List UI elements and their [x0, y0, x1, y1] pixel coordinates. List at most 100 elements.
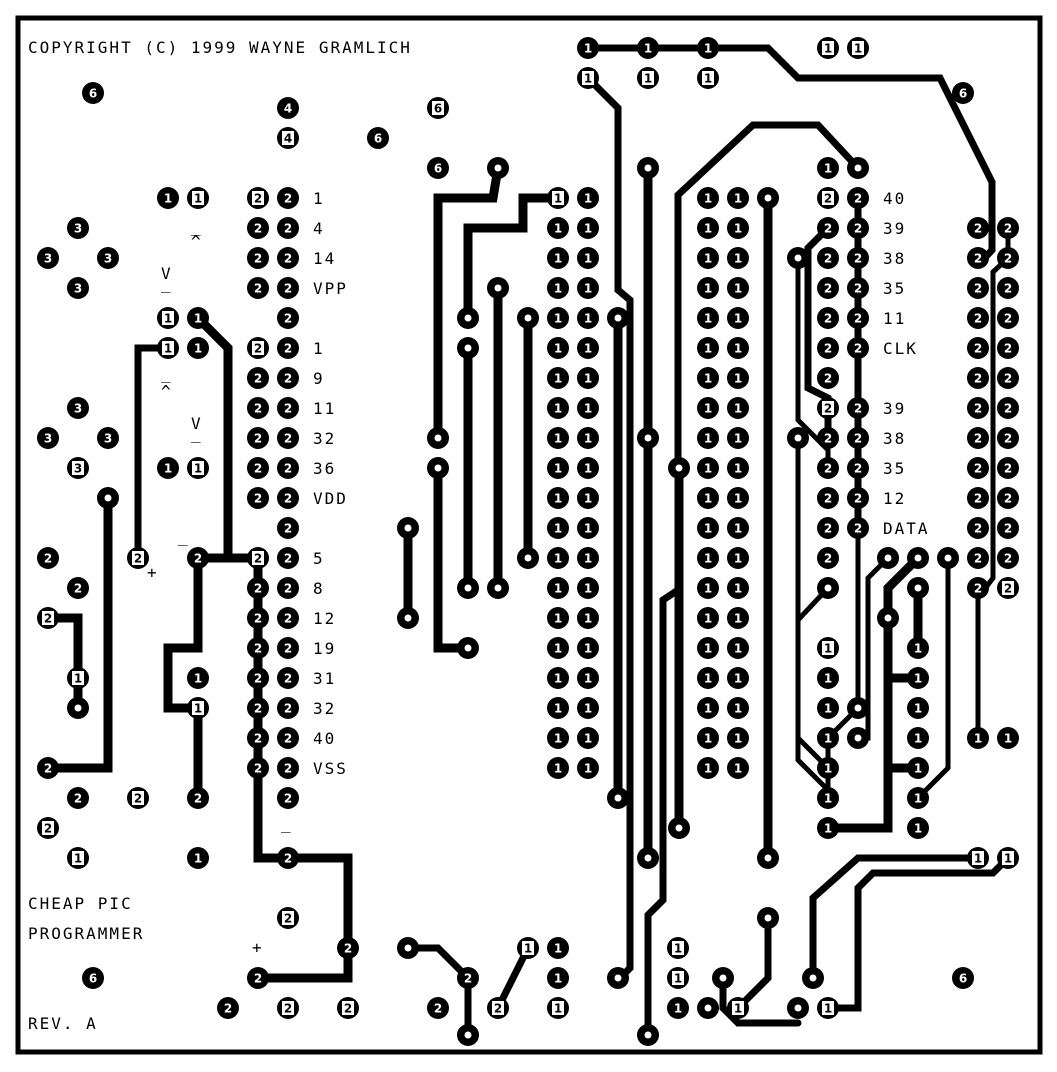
- svg-text:2: 2: [824, 552, 832, 566]
- svg-text:1: 1: [194, 462, 202, 476]
- pad: 2: [997, 457, 1019, 479]
- svg-text:1: 1: [554, 402, 562, 416]
- svg-text:1: 1: [584, 402, 592, 416]
- svg-text:1: 1: [554, 252, 562, 266]
- pad: 2: [37, 607, 59, 629]
- pad: [457, 577, 479, 599]
- pad: 2: [817, 337, 839, 359]
- pad: 2: [427, 997, 449, 1019]
- pad: 2: [37, 817, 59, 839]
- pad: 1: [697, 427, 719, 449]
- pad: 2: [967, 487, 989, 509]
- svg-text:^: ^: [191, 232, 203, 251]
- svg-text:2: 2: [974, 432, 982, 446]
- pad: 1: [907, 637, 929, 659]
- pad: 1: [547, 247, 569, 269]
- svg-text:2: 2: [284, 912, 292, 926]
- svg-text:2: 2: [854, 402, 862, 416]
- svg-text:2: 2: [284, 672, 292, 686]
- svg-text:VSS: VSS: [313, 759, 348, 778]
- svg-text:2: 2: [824, 252, 832, 266]
- pad: 1: [727, 757, 749, 779]
- pad: 2: [247, 247, 269, 269]
- pad: 2: [247, 487, 269, 509]
- svg-text:1: 1: [644, 72, 652, 86]
- pad: 1: [187, 187, 209, 209]
- svg-text:9: 9: [313, 369, 325, 388]
- svg-text:1: 1: [914, 822, 922, 836]
- pad: 1: [907, 787, 929, 809]
- svg-text:1: 1: [734, 192, 742, 206]
- pad: 1: [637, 67, 659, 89]
- svg-text:3: 3: [104, 432, 112, 446]
- pad: 1: [547, 337, 569, 359]
- svg-text:2: 2: [1004, 432, 1012, 446]
- svg-text:2: 2: [284, 432, 292, 446]
- pad: 1: [547, 187, 569, 209]
- svg-text:2: 2: [224, 1002, 232, 1016]
- svg-text:2: 2: [284, 192, 292, 206]
- svg-text:1: 1: [584, 642, 592, 656]
- pad: [817, 577, 839, 599]
- svg-text:1: 1: [164, 342, 172, 356]
- svg-text:2: 2: [1004, 552, 1012, 566]
- svg-text:2: 2: [1004, 492, 1012, 506]
- svg-text:1: 1: [584, 72, 592, 86]
- pad: 2: [997, 367, 1019, 389]
- pad: 4: [277, 97, 299, 119]
- trace: [915, 555, 951, 801]
- svg-text:6: 6: [89, 972, 97, 986]
- svg-text:2: 2: [854, 252, 862, 266]
- svg-text:39: 39: [883, 399, 906, 418]
- pad: 2: [967, 577, 989, 599]
- svg-text:1: 1: [584, 282, 592, 296]
- trace: [193, 313, 233, 563]
- pad: 1: [157, 187, 179, 209]
- svg-text:38: 38: [883, 249, 906, 268]
- svg-text:1: 1: [704, 42, 712, 56]
- pad: 6: [427, 97, 449, 119]
- svg-text:2: 2: [974, 222, 982, 236]
- svg-text:1: 1: [824, 42, 832, 56]
- svg-text:2: 2: [284, 732, 292, 746]
- svg-text:1: 1: [734, 372, 742, 386]
- pad: 2: [817, 247, 839, 269]
- svg-text:2: 2: [254, 372, 262, 386]
- svg-text:1: 1: [734, 492, 742, 506]
- pad: 6: [82, 82, 104, 104]
- pad: 2: [37, 757, 59, 779]
- pad: 1: [547, 667, 569, 689]
- pad: 1: [547, 397, 569, 419]
- svg-text:2: 2: [284, 222, 292, 236]
- svg-text:39: 39: [883, 219, 906, 238]
- pad: 3: [97, 427, 119, 449]
- pad: 2: [997, 397, 1019, 419]
- pad: 2: [277, 337, 299, 359]
- pad: 1: [547, 547, 569, 569]
- pad: 2: [967, 247, 989, 269]
- pad: 2: [277, 427, 299, 449]
- pad: 2: [277, 517, 299, 539]
- svg-text:1: 1: [584, 762, 592, 776]
- pad: 1: [547, 967, 569, 989]
- svg-text:2: 2: [74, 582, 82, 596]
- svg-text:11: 11: [313, 399, 336, 418]
- pad: 2: [967, 337, 989, 359]
- pad: [397, 517, 419, 539]
- svg-text:1: 1: [824, 732, 832, 746]
- svg-text:2: 2: [254, 222, 262, 236]
- svg-text:1: 1: [554, 582, 562, 596]
- svg-text:1: 1: [914, 702, 922, 716]
- svg-text:6: 6: [434, 162, 442, 176]
- svg-text:CLK: CLK: [883, 339, 918, 358]
- pad: [67, 697, 89, 719]
- pad: 1: [577, 427, 599, 449]
- pad: 2: [277, 637, 299, 659]
- svg-text:1: 1: [313, 339, 325, 358]
- pad: 1: [727, 487, 749, 509]
- pad: 2: [817, 427, 839, 449]
- svg-text:1: 1: [194, 342, 202, 356]
- pad: 6: [82, 967, 104, 989]
- svg-text:2: 2: [1004, 582, 1012, 596]
- svg-text:1: 1: [554, 1002, 562, 1016]
